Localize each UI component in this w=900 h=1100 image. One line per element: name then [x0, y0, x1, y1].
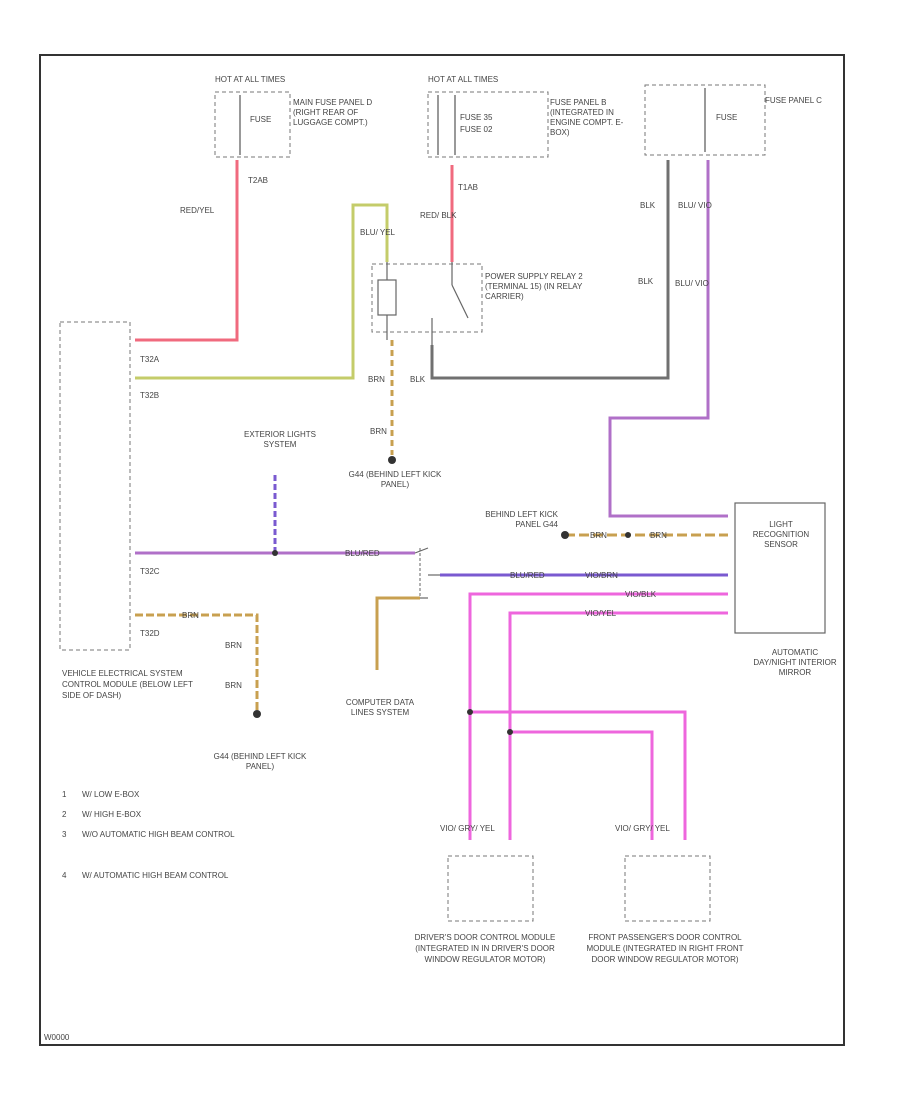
wire-blu-yel [135, 203, 389, 380]
wire-vio-yel [508, 611, 728, 840]
svg-text:W/ HIGH E-BOX: W/ HIGH E-BOX [82, 810, 142, 819]
wire-red-yel [135, 160, 239, 342]
fuse-box-c: FUSE FUSE PANEL C [644, 84, 822, 156]
svg-text:T32C: T32C [140, 567, 160, 576]
svg-text:BLU/ VIO: BLU/ VIO [678, 201, 712, 210]
diagram-id: W0000 [44, 1033, 70, 1042]
svg-text:BLU/ YEL: BLU/ YEL [360, 228, 396, 237]
svg-text:BLK: BLK [638, 277, 654, 286]
wire-vio-yel-passenger [510, 730, 654, 840]
svg-text:W/O AUTOMATIC HIGH BEAM CONTRO: W/O AUTOMATIC HIGH BEAM CONTROL [82, 830, 235, 839]
svg-text:FUSE 35: FUSE 35 [460, 113, 493, 122]
svg-text:BLU/ VIO: BLU/ VIO [675, 279, 709, 288]
computer-data-label: COMPUTER DATA LINES SYSTEM [346, 698, 414, 717]
svg-text:BRN: BRN [590, 531, 607, 540]
wire-blk [430, 160, 670, 380]
light-recognition-sensor: LIGHT RECOGNITION SENSOR AUTOMATIC DAY/N… [734, 502, 837, 677]
svg-text:HOT AT ALL TIMES: HOT AT ALL TIMES [215, 75, 285, 84]
svg-text:BRN: BRN [370, 427, 387, 436]
ground-g44-lower: G44 (BEHIND LEFT KICK PANEL) [214, 752, 307, 771]
legend: 1 W/ LOW E-BOX 2 W/ HIGH E-BOX 3 W/O AUT… [62, 790, 235, 880]
exterior-lights-label: EXTERIOR LIGHTS SYSTEM [244, 430, 316, 449]
svg-text:BLU/RED: BLU/RED [510, 571, 545, 580]
svg-text:2: 2 [62, 810, 67, 819]
svg-text:VIO/BRN: VIO/BRN [585, 571, 618, 580]
wire-vio-blk [468, 592, 728, 840]
wire-blu-vio [608, 160, 728, 518]
svg-text:3: 3 [62, 830, 67, 839]
svg-text:FUSE: FUSE [250, 115, 271, 124]
svg-text:RED/ BLK: RED/ BLK [420, 211, 457, 220]
fuse-a-desc: MAIN FUSE PANEL D (RIGHT REAR OF LUGGAGE… [293, 98, 372, 127]
wire-brn-data [375, 596, 420, 670]
svg-text:VIO/BLK: VIO/BLK [625, 590, 657, 599]
svg-text:T2AB: T2AB [248, 176, 268, 185]
ground-g44-upper: G44 (BEHIND LEFT KICK PANEL) [349, 470, 442, 489]
svg-text:W/ AUTOMATIC HIGH BEAM CONTROL: W/ AUTOMATIC HIGH BEAM CONTROL [82, 871, 229, 880]
svg-text:BRN: BRN [368, 375, 385, 384]
svg-text:BRN: BRN [650, 531, 667, 540]
fuse-box-main-d: HOT AT ALL TIMES FUSE MAIN FUSE PANEL D … [214, 75, 372, 185]
svg-text:HOT AT ALL TIMES: HOT AT ALL TIMES [428, 75, 498, 84]
svg-text:1: 1 [62, 790, 67, 799]
wire-brn-module-ground [135, 613, 259, 710]
svg-text:FUSE PANEL C: FUSE PANEL C [765, 96, 822, 105]
svg-text:BLK: BLK [640, 201, 656, 210]
passenger-door-module: VIO/ GRY/ YEL FRONT PASSENGER'S DOOR CON… [586, 824, 743, 964]
wire-vio-blk-passenger [470, 710, 687, 840]
vehicle-electrical-module: T32A T32B T32C T32D VEHICLE ELECTRICAL S… [59, 321, 193, 700]
svg-text:BRN: BRN [225, 641, 242, 650]
svg-text:BRN: BRN [182, 611, 199, 620]
power-supply-relay: POWER SUPPLY RELAY 2 (TERMINAL 15) (IN R… [371, 262, 583, 345]
svg-text:T1AB: T1AB [458, 183, 478, 192]
behind-left-label: BEHIND LEFT KICK PANEL G44 [485, 510, 558, 529]
svg-text:FUSE: FUSE [716, 113, 737, 122]
high-beam-switch [414, 547, 440, 599]
svg-text:BLU/RED: BLU/RED [345, 549, 380, 558]
svg-text:VIO/YEL: VIO/YEL [585, 609, 617, 618]
svg-text:BLK: BLK [410, 375, 426, 384]
svg-text:T32A: T32A [140, 355, 160, 364]
svg-text:FUSE 02: FUSE 02 [460, 125, 493, 134]
diagram-frame [39, 54, 845, 1046]
svg-text:T32B: T32B [140, 391, 159, 400]
svg-text:4: 4 [62, 871, 67, 880]
svg-text:T32D: T32D [140, 629, 160, 638]
fuse-b-desc: FUSE PANEL B (INTEGRATED IN ENGINE COMPT… [550, 98, 623, 137]
fuse-box-b: HOT AT ALL TIMES FUSE 35 FUSE 02 FUSE PA… [427, 75, 623, 192]
svg-text:BRN: BRN [225, 681, 242, 690]
driver-door-module: VIO/ GRY/ YEL DRIVER'S DOOR CONTROL MODU… [415, 824, 556, 964]
svg-text:W/ LOW E-BOX: W/ LOW E-BOX [82, 790, 140, 799]
svg-text:RED/YEL: RED/YEL [180, 206, 215, 215]
